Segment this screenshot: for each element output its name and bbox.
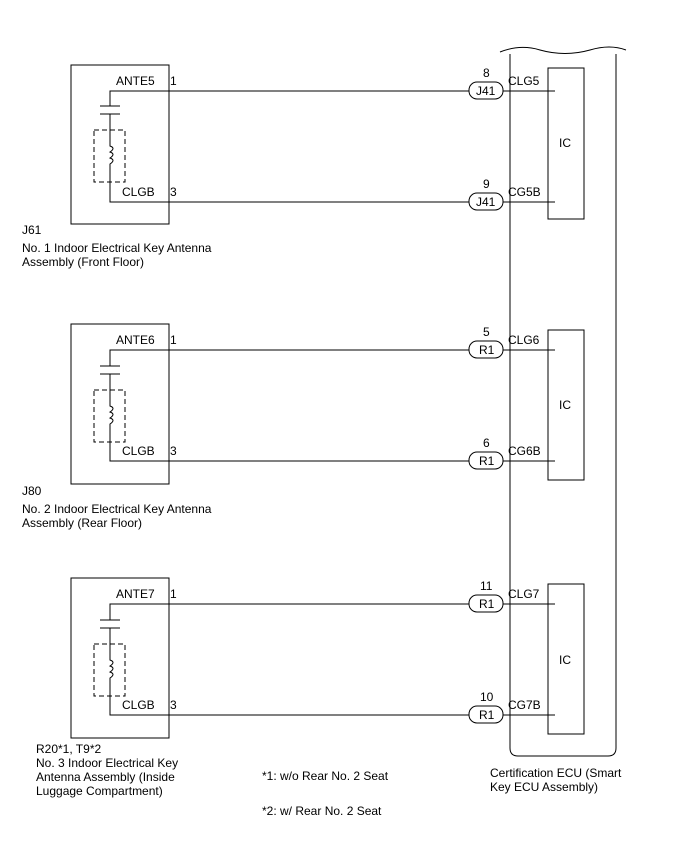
antenna-group-2: ANTE6 1 CLGB 3 R1 5 R1 6 CLG6 CG6B IC J8… xyxy=(22,323,585,530)
connector-top xyxy=(468,81,504,100)
antenna-top-signal: ANTE6 xyxy=(116,333,155,347)
coil-dashed-box xyxy=(93,389,126,443)
connector-top-pin: 11 xyxy=(480,579,493,593)
connector-bottom xyxy=(468,451,504,470)
ic-label: IC xyxy=(559,653,571,667)
antenna-bottom-pin: 3 xyxy=(170,185,177,199)
antenna-inner-wire xyxy=(100,603,169,716)
antenna-bottom-pin: 3 xyxy=(170,444,177,458)
connector-top-pin: 8 xyxy=(483,66,490,80)
connector-bottom-pin: 6 xyxy=(483,436,490,450)
antenna-group-3: ANTE7 1 CLGB 3 R1 11 R1 10 CLG7 CG7B IC … xyxy=(36,577,585,798)
connector-bottom xyxy=(468,192,504,211)
antenna-top-pin: 1 xyxy=(170,74,177,88)
antenna-bottom-signal: CLGB xyxy=(122,185,155,199)
antenna-box xyxy=(70,64,170,225)
ic-label: IC xyxy=(559,398,571,412)
antenna-bottom-signal: CLGB xyxy=(122,698,155,712)
antenna-top-signal: ANTE5 xyxy=(116,74,155,88)
antenna-inner-wire xyxy=(100,349,169,462)
antenna-top-pin: 1 xyxy=(170,587,177,601)
connector-bottom-label: R1 xyxy=(479,454,495,468)
antenna-inner-wire xyxy=(100,90,169,203)
coil-icon xyxy=(108,388,114,430)
ecu-top-signal: CLG5 xyxy=(508,74,540,88)
connector-top xyxy=(468,340,504,359)
coil-dashed-box xyxy=(93,643,126,697)
coil-dashed-box xyxy=(93,129,126,183)
antenna-code: J80 xyxy=(22,484,42,498)
footnote-1: *1: w/o Rear No. 2 Seat xyxy=(262,769,389,783)
connector-top xyxy=(468,594,504,613)
connector-bottom xyxy=(468,705,504,724)
connector-bottom-pin: 10 xyxy=(480,690,494,704)
ecu-label-line2: Key ECU Assembly) xyxy=(490,780,598,794)
coil-icon xyxy=(108,128,114,170)
coil-icon xyxy=(108,642,114,684)
antenna-name-line1: No. 3 Indoor Electrical Key xyxy=(36,756,178,770)
antenna-name-line2: Assembly (Rear Floor) xyxy=(22,516,142,530)
ecu-label-line1: Certification ECU (Smart xyxy=(490,766,622,780)
antenna-code: J61 xyxy=(22,223,42,237)
antenna-top-signal: ANTE7 xyxy=(116,587,155,601)
antenna-bottom-pin: 3 xyxy=(170,698,177,712)
connector-bottom-pin: 9 xyxy=(483,177,490,191)
ic-box xyxy=(547,329,585,481)
connector-top-pin: 5 xyxy=(483,325,490,339)
connector-bottom-label: R1 xyxy=(479,708,495,722)
antenna-name-line3: Luggage Compartment) xyxy=(36,784,163,798)
ecu-bottom-signal: CG6B xyxy=(508,444,541,458)
connector-top-label: R1 xyxy=(479,343,495,357)
antenna-box xyxy=(70,577,170,739)
antenna-name-line1: No. 1 Indoor Electrical Key Antenna xyxy=(22,241,212,255)
ecu-bottom-signal: CG7B xyxy=(508,698,541,712)
ic-box xyxy=(547,67,585,220)
ecu-break-line xyxy=(499,46,627,54)
antenna-name-line2: Antenna Assembly (Inside xyxy=(36,770,175,784)
ecu-bottom-signal: CG5B xyxy=(508,185,541,199)
connector-bottom-label: J41 xyxy=(476,195,496,209)
footnote-2: *2: w/ Rear No. 2 Seat xyxy=(262,804,382,818)
antenna-code: R20*1, T9*2 xyxy=(36,742,101,756)
ecu-top-signal: CLG6 xyxy=(508,333,540,347)
ecu-top-signal: CLG7 xyxy=(508,587,540,601)
antenna-box xyxy=(70,323,170,485)
antenna-name-line2: Assembly (Front Floor) xyxy=(22,255,144,269)
ecu-outline xyxy=(509,54,617,757)
ic-label: IC xyxy=(559,136,571,150)
connector-top-label: R1 xyxy=(479,597,495,611)
antenna-group-1: ANTE5 1 CLGB 3 J41 8 J41 9 CLG5 CG5B IC … xyxy=(22,64,585,269)
antenna-bottom-signal: CLGB xyxy=(122,444,155,458)
antenna-name-line1: No. 2 Indoor Electrical Key Antenna xyxy=(22,502,212,516)
ic-box xyxy=(547,583,585,735)
antenna-top-pin: 1 xyxy=(170,333,177,347)
connector-top-label: J41 xyxy=(476,84,496,98)
